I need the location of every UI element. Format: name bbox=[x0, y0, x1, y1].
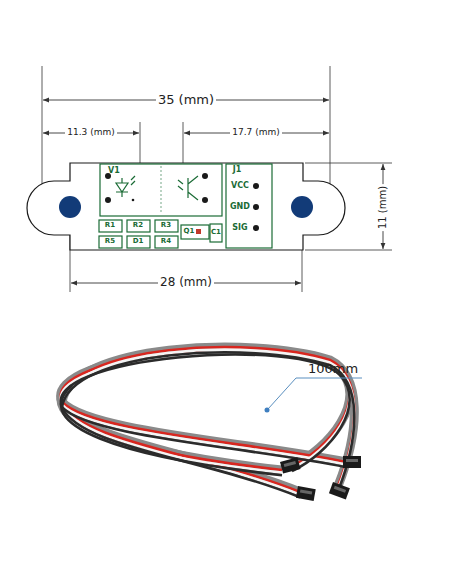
dimension-label: 11.3 (mm) bbox=[65, 128, 116, 138]
pin-name: VCC bbox=[231, 182, 249, 191]
dimension-label: 28 (mm) bbox=[158, 276, 214, 289]
length-label: 100mm bbox=[308, 362, 358, 376]
part-name: J1 bbox=[233, 166, 242, 175]
part-name: R5 bbox=[105, 238, 115, 246]
part-name: R2 bbox=[133, 222, 143, 230]
part-name: V1 bbox=[108, 167, 120, 176]
leader-line bbox=[265, 378, 363, 413]
dimension-label: 35 (mm) bbox=[156, 93, 216, 107]
part-name: R1 bbox=[105, 222, 115, 230]
pin-name: GND bbox=[230, 203, 250, 212]
silkscreen bbox=[99, 164, 272, 248]
part-name: R3 bbox=[161, 222, 171, 230]
part-name: Q1 bbox=[184, 228, 195, 236]
part-name: D1 bbox=[133, 238, 144, 246]
dimension-label: 11 (mm) bbox=[377, 183, 388, 230]
dimension-label: 17.7 (mm) bbox=[230, 128, 281, 138]
connectors bbox=[280, 456, 361, 501]
pads bbox=[105, 173, 259, 234]
pin-name: SIG bbox=[232, 224, 247, 233]
part-name: R4 bbox=[161, 238, 171, 246]
pcb-board bbox=[27, 163, 345, 250]
part-name: C1 bbox=[211, 229, 221, 237]
